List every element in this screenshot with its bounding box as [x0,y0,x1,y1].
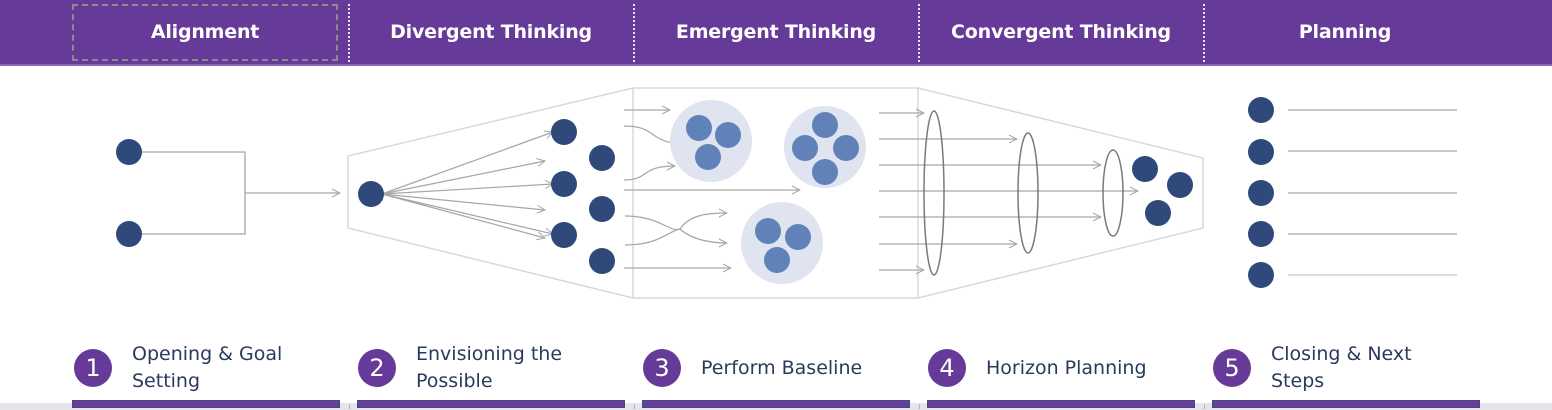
cluster-1 [670,100,752,182]
divergent-section [381,132,553,238]
divider-tick [634,404,635,409]
phase-tab-convergent-thinking[interactable]: Convergent Thinking [920,0,1202,64]
process-diagram [116,87,1457,299]
step-label: Opening & Goal Setting [132,341,282,395]
step-label-line: Closing & Next [1271,343,1412,365]
phase-label: Convergent Thinking [951,21,1171,43]
emergent-clusters [670,100,866,284]
phase-tab-emergent-thinking[interactable]: Emergent Thinking [635,0,917,64]
plan-item [1248,262,1457,288]
step-number-badge: 1 [74,349,112,387]
step-bar [927,400,1195,408]
input-node [116,139,142,165]
convergent-result-nodes [1132,156,1193,226]
phase-tab-alignment[interactable]: Alignment [72,0,338,64]
step-number-badge: 4 [928,349,966,387]
step-label-line: Horizon Planning [986,356,1147,379]
step-1[interactable]: 1 Opening & Goal Setting [74,338,282,398]
divider-tick [349,404,350,409]
step-bar [642,400,910,408]
divergent-nodes [358,119,615,274]
step-label-line: Opening & Goal [132,343,283,365]
step-label: Closing & Next Steps [1271,341,1412,395]
step-bar [357,400,625,408]
idea-node [551,171,577,197]
phase-label: Divergent Thinking [390,21,592,43]
filter-ellipse [1102,149,1124,237]
step-label: Envisioning the Possible [416,341,562,395]
emergent-arrows [623,110,800,268]
source-node [358,181,384,207]
step-label-line: Steps [1271,370,1325,392]
idea-node [589,145,615,171]
cluster-3 [741,202,823,284]
step-label-line: Possible [416,370,493,392]
phase-divider [918,4,920,62]
phase-divider [633,4,635,62]
step-4[interactable]: 4 Horizon Planning [928,338,1147,398]
plan-item [1248,139,1457,165]
step-number-badge: 5 [1213,349,1251,387]
step-label-line: Envisioning the [416,343,563,365]
step-label-line: Setting [132,370,201,392]
phase-tab-divergent-thinking[interactable]: Divergent Thinking [350,0,632,64]
cluster-2 [784,106,866,188]
input-node [116,221,142,247]
step-3[interactable]: 3 Perform Baseline [643,338,862,398]
filter-ellipse [923,110,945,276]
step-bar [72,400,340,408]
divider-tick [919,404,920,409]
alignment-section [116,139,340,247]
step-bar [1212,400,1480,408]
filter-ellipse [1017,132,1039,254]
phase-label: Emergent Thinking [675,21,877,43]
idea-node [589,248,615,274]
idea-node [589,196,615,222]
step-number-badge: 2 [358,349,396,387]
phase-divider [1203,4,1205,62]
phase-header: Alignment Divergent Thinking Emergent Th… [0,0,1552,66]
convergent-filters [923,110,1124,276]
phase-label: Planning [1298,21,1392,43]
step-2[interactable]: 2 Envisioning the Possible [358,338,562,398]
step-label-line: Perform Baseline [701,356,863,379]
planning-list [1248,97,1457,288]
plan-item [1248,97,1457,123]
divider-tick [1204,404,1205,409]
phase-tab-planning[interactable]: Planning [1205,0,1485,64]
step-5[interactable]: 5 Closing & Next Steps [1213,338,1412,398]
phase-label: Alignment [150,21,260,43]
step-label: Horizon Planning [986,355,1147,382]
idea-node [551,119,577,145]
step-number-badge: 3 [643,349,681,387]
plan-item [1248,180,1457,206]
convergent-arrows [879,113,1138,270]
plan-item [1248,221,1457,247]
idea-node [551,222,577,248]
phase-divider [348,4,350,62]
funnel-frame [347,87,1204,299]
step-label: Perform Baseline [701,355,862,382]
